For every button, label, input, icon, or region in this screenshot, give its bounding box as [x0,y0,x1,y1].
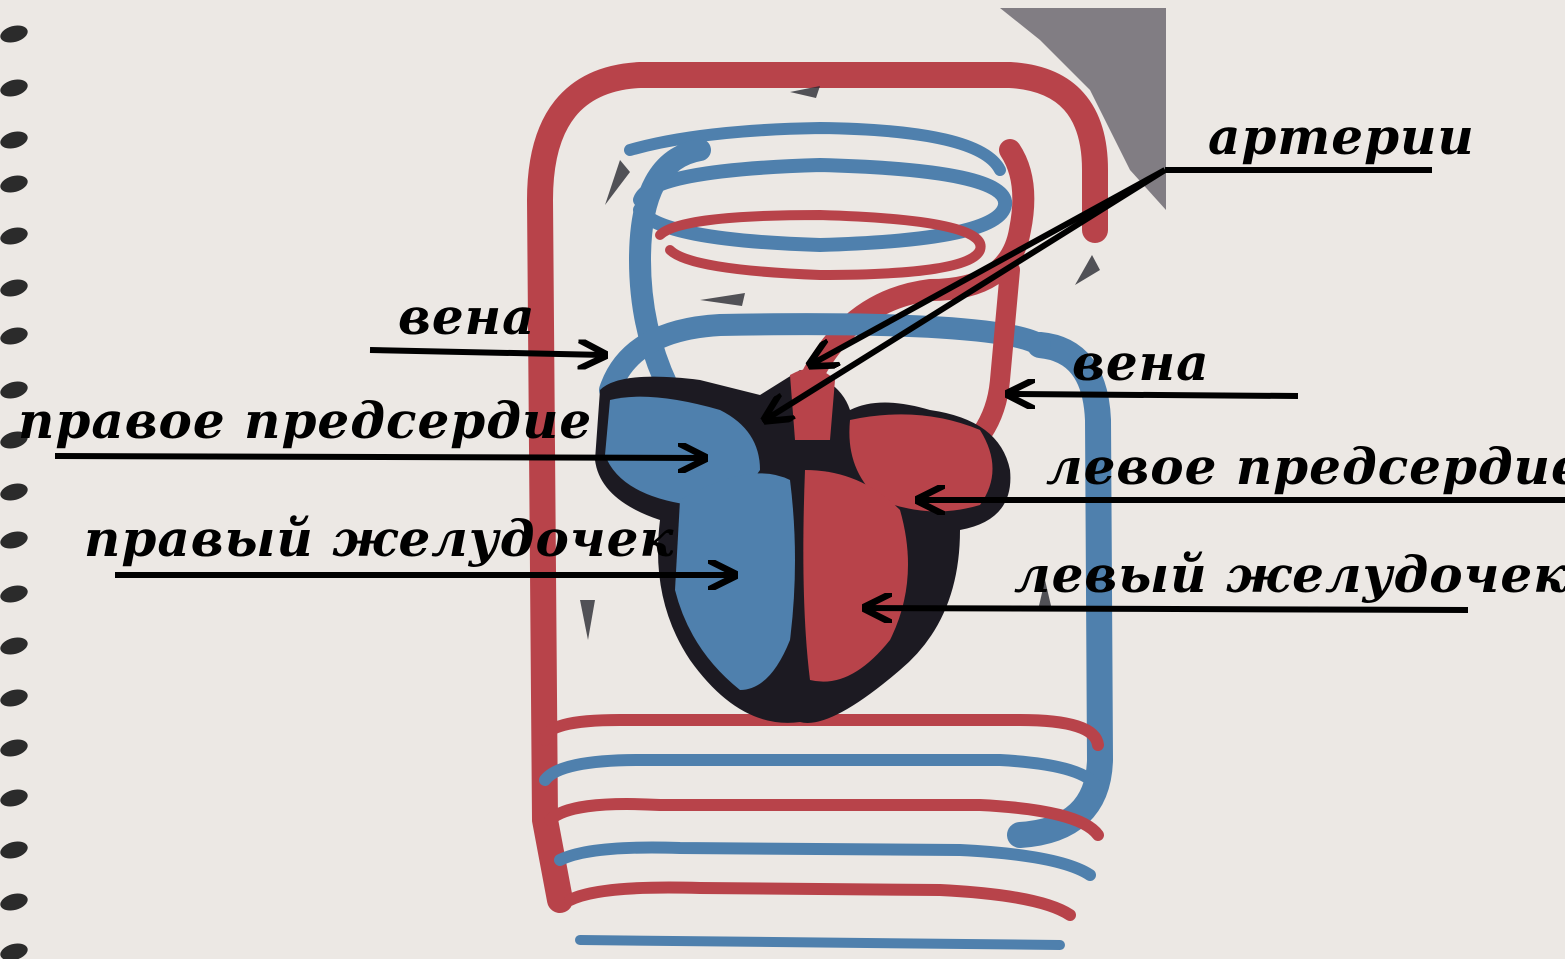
label-right-atrium: правое предсердие [18,396,592,446]
pointer-left-ventricle [865,608,1468,610]
pointer-vein-right [1008,394,1298,396]
label-vein-left: вена [398,292,536,342]
label-right-ventricle: правый желудочек [84,514,674,564]
pointer-vein-left [370,350,605,355]
label-left-atrium: левое предсердие [1046,442,1565,492]
label-left-ventricle: левый желудочек [1014,550,1565,600]
label-vein-right: вена [1072,338,1210,388]
label-arteries: артерии [1208,112,1475,162]
pointer-right-atrium [55,456,705,458]
